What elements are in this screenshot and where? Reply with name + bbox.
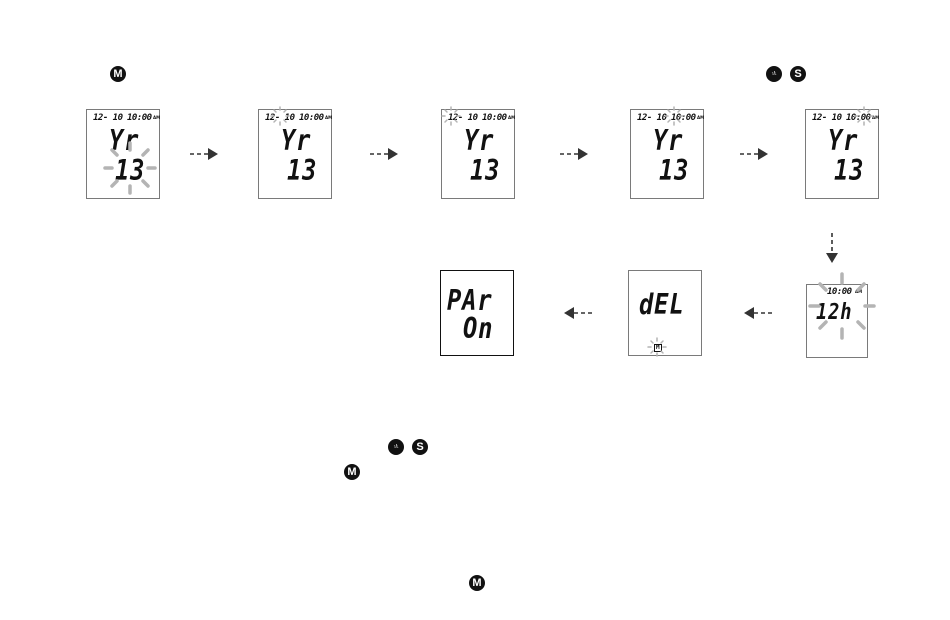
up-down-button-icon: ↑/↓ [766, 66, 782, 82]
ampm-indicator: AM [325, 115, 332, 120]
ampm-indicator: AM [153, 115, 160, 120]
flow-arrow-right [560, 145, 590, 163]
year-value: 13 [470, 157, 500, 185]
flow-arrow-left [742, 304, 772, 322]
m-button-icon: M [344, 464, 360, 480]
year-value: 13 [834, 157, 864, 185]
year-label: Yr [653, 127, 683, 155]
flash-indicator [854, 106, 874, 126]
date-display: 12- 10 [93, 114, 123, 123]
flash-indicator [270, 106, 290, 126]
flow-arrow-right [190, 145, 220, 163]
flow-arrow-right [370, 145, 400, 163]
flash-indicator [808, 272, 876, 340]
time-display: 10:00 [299, 114, 324, 123]
delete-label: dEL [639, 291, 685, 319]
time-display: 10:00 [482, 114, 507, 123]
m-button-icon: M [469, 575, 485, 591]
ampm-indicator: AM [508, 115, 515, 120]
s-button-icon: S [412, 439, 428, 455]
m-button-icon: M [110, 66, 126, 82]
year-value: 13 [287, 157, 317, 185]
year-label: Yr [828, 127, 858, 155]
year-label: Yr [464, 127, 494, 155]
flow-arrow-down [823, 233, 841, 265]
time-display: 10:00 [127, 114, 152, 123]
flash-indicator [102, 140, 158, 196]
up-down-button-icon: ↑/↓ [388, 439, 404, 455]
lcd-screen-setup-complete: PAr On [440, 270, 514, 356]
ampm-indicator: AM [697, 115, 704, 120]
flow-arrow-right [740, 145, 770, 163]
year-value: 13 [659, 157, 689, 185]
date-display: 12- 10 [637, 114, 667, 123]
flash-indicator [441, 106, 461, 126]
flash-indicator [664, 106, 684, 126]
flow-arrow-left [562, 304, 592, 322]
on-label: On [463, 315, 493, 343]
flash-indicator [647, 337, 667, 357]
par-label: PAr [447, 287, 493, 315]
year-label: Yr [281, 127, 311, 155]
date-display: 12- 10 [812, 114, 842, 123]
s-button-icon: S [790, 66, 806, 82]
